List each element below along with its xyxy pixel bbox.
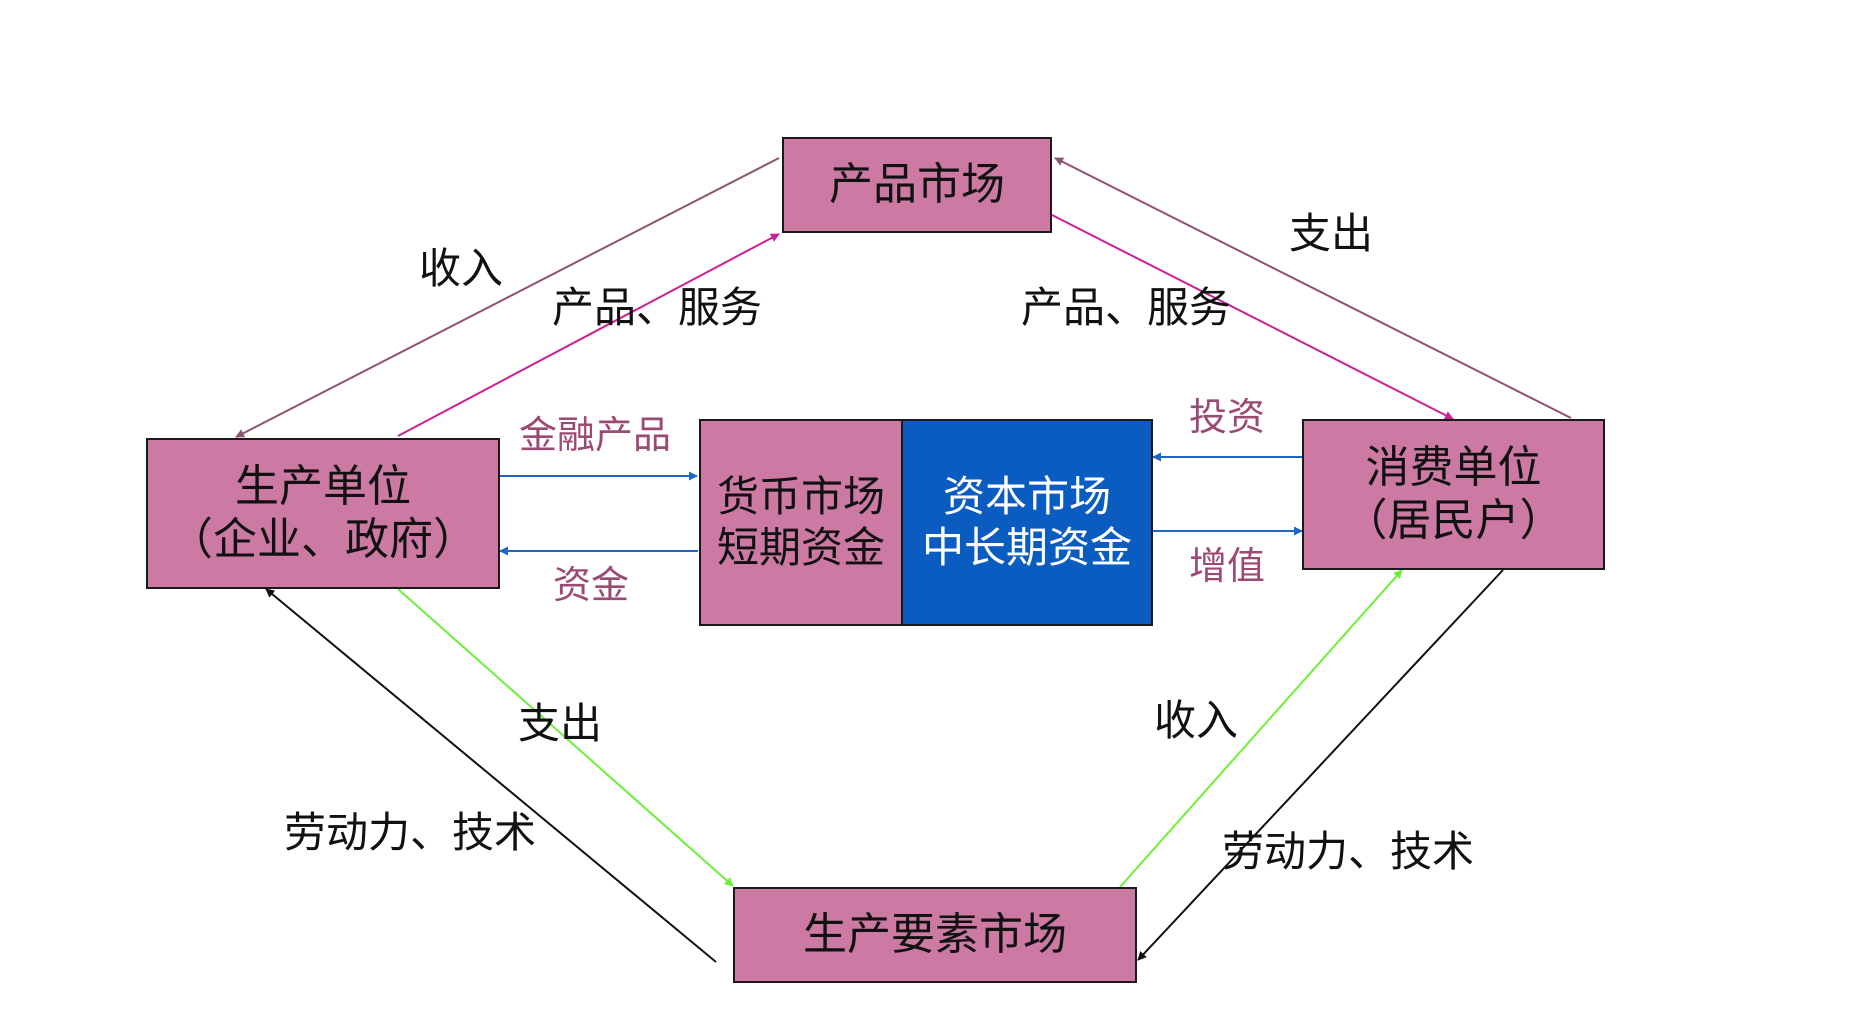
arrow-expense-to-factor-market <box>397 588 734 887</box>
label-income-bottom: 收入 <box>1154 696 1239 745</box>
label-products-services-right: 产品、服务 <box>1021 283 1232 332</box>
product-market-label: 产品市场 <box>829 158 1005 210</box>
capital-market-line1: 资本市场 <box>942 472 1111 522</box>
label-products-services-left: 产品、服务 <box>552 283 763 332</box>
money-market-line2: 短期资金 <box>716 522 885 572</box>
money-market-box: 货币市场 短期资金 <box>699 419 903 626</box>
production-unit-line1: 生产单位 <box>235 460 411 512</box>
label-investment: 投资 <box>1189 395 1266 439</box>
arrow-products-to-market <box>397 233 780 437</box>
label-funds: 资金 <box>553 563 630 607</box>
arrow-labor-to-factor-market <box>1137 569 1504 961</box>
label-appreciation: 增值 <box>1189 544 1266 588</box>
production-unit-line2: （企业、政府） <box>169 513 477 565</box>
factor-market-box: 生产要素市场 <box>733 887 1137 983</box>
arrow-income-to-consumer <box>1119 569 1403 888</box>
capital-market-box: 资本市场 中长期资金 <box>901 419 1153 626</box>
label-expense-bottom: 支出 <box>518 699 603 748</box>
label-financial-products: 金融产品 <box>519 413 672 457</box>
consumer-unit-line2: （居民户） <box>1343 494 1564 546</box>
arrow-labor-to-production <box>265 588 717 963</box>
capital-market-line2: 中长期资金 <box>921 522 1132 572</box>
arrow-products-to-consumer <box>1051 214 1454 420</box>
production-unit-box: 生产单位 （企业、政府） <box>146 438 500 589</box>
arrow-expense-to-product-market <box>1054 157 1572 419</box>
label-income-top: 收入 <box>419 244 504 293</box>
consumer-unit-box: 消费单位 （居民户） <box>1302 419 1605 570</box>
product-market-box: 产品市场 <box>782 137 1052 233</box>
label-expense-top: 支出 <box>1289 209 1374 258</box>
factor-market-label: 生产要素市场 <box>803 908 1067 960</box>
label-labor-tech-right: 劳动力、技术 <box>1222 827 1475 876</box>
arrow-income-to-production <box>235 157 780 438</box>
consumer-unit-line1: 消费单位 <box>1365 441 1542 493</box>
money-market-line1: 货币市场 <box>716 472 885 522</box>
label-labor-tech-left: 劳动力、技术 <box>284 808 537 857</box>
